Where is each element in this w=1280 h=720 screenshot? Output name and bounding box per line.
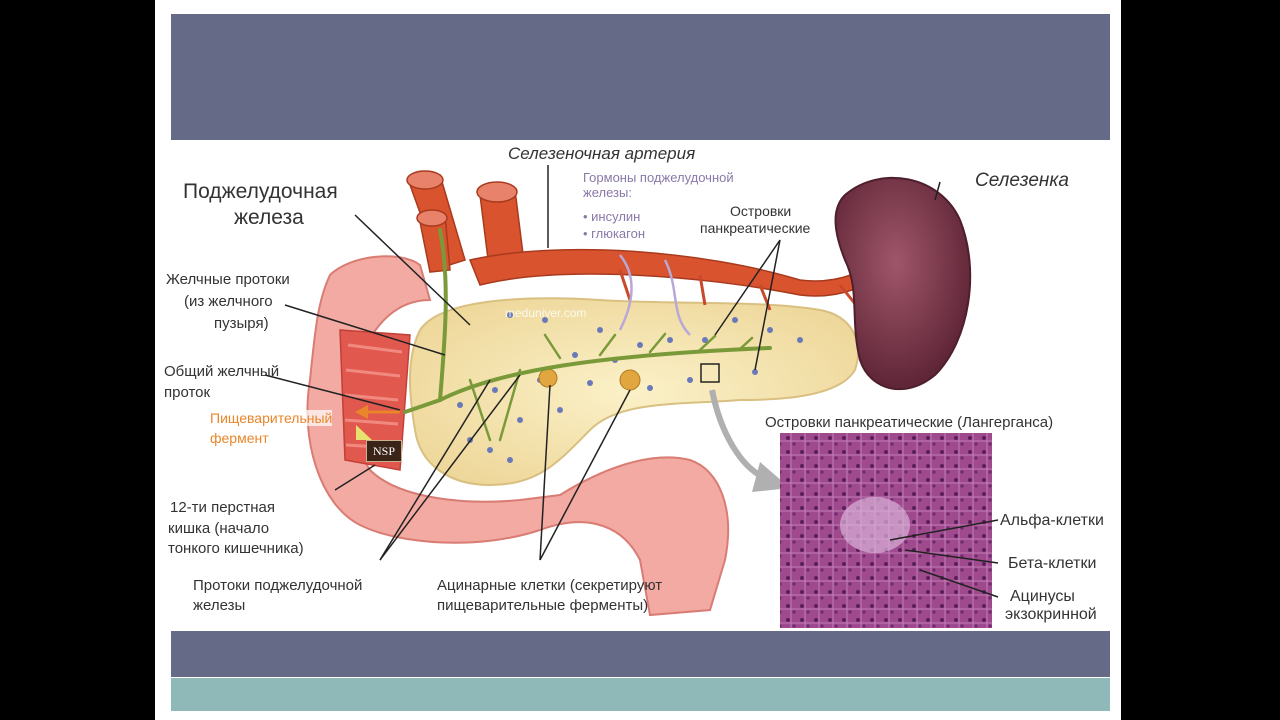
label-spleen: Селезенка — [975, 170, 1069, 191]
label-hormone-insulin: • инсулин — [583, 209, 641, 224]
label-islets-line1: Островки — [730, 203, 792, 219]
bottom-banner — [171, 631, 1110, 677]
label-hormone-glucagon: • глюкагон — [583, 226, 646, 241]
label-duodenum-line1: 12-ти перстная — [170, 499, 276, 516]
nsp-badge: NSP — [366, 440, 402, 462]
bottom-stripe — [171, 678, 1110, 711]
label-acini-line2: экзокринной — [1005, 606, 1097, 623]
label-bile-ducts-line1: Желчные протоки — [166, 271, 290, 288]
label-bile-ducts-line3: пузыря) — [214, 315, 269, 332]
islet-highlight-box — [700, 363, 720, 383]
label-hormones-title-line2: железы: — [583, 185, 632, 200]
label-common-duct-line2: проток — [164, 384, 211, 401]
label-splenic-artery: Селезеночная артерия — [508, 144, 696, 163]
label-digestive-enzyme-line1: Пищеварительный — [210, 410, 333, 426]
histology-image — [780, 433, 992, 628]
label-islets-line2: панкреатические — [700, 220, 811, 236]
label-langerhans-title: Островки панкреатические (Лангерганса) — [765, 414, 1054, 431]
top-title-banner — [171, 14, 1110, 140]
hormone-vessels — [618, 254, 691, 336]
label-pancreas-line1: Поджелудочная — [183, 180, 338, 203]
label-hormones-title-line1: Гормоны поджелудочной — [583, 170, 734, 185]
label-beta-cells: Бета-клетки — [1008, 555, 1097, 572]
label-bile-ducts-line2: (из желчного — [184, 293, 273, 310]
watermark: meduniver.com — [505, 306, 587, 320]
label-pancreas-line2: железа — [234, 206, 304, 229]
splenic-artery — [406, 170, 896, 311]
pancreatic-ducts — [403, 228, 772, 442]
label-duodenum-line3: тонкого кишечника) — [168, 540, 304, 557]
label-duodenum-line2: кишка (начало — [168, 520, 270, 537]
label-acinar-line2: пищеварительные ферменты) — [437, 597, 649, 614]
label-alpha-cells: Альфа-клетки — [1000, 512, 1104, 529]
label-acini-line1: Ацинусы — [1010, 588, 1075, 605]
label-acinar-line1: Ацинарные клетки (секретируют — [437, 577, 663, 594]
spleen-organ — [834, 176, 972, 391]
label-digestive-enzyme-line2: фермент — [210, 430, 269, 446]
pointer-lines — [264, 165, 999, 598]
label-pancreatic-ducts-line1: Протоки поджелудочной — [193, 577, 363, 594]
label-pancreatic-ducts-line2: железы — [193, 597, 246, 614]
label-common-duct-line1: Общий желчный — [164, 363, 280, 380]
